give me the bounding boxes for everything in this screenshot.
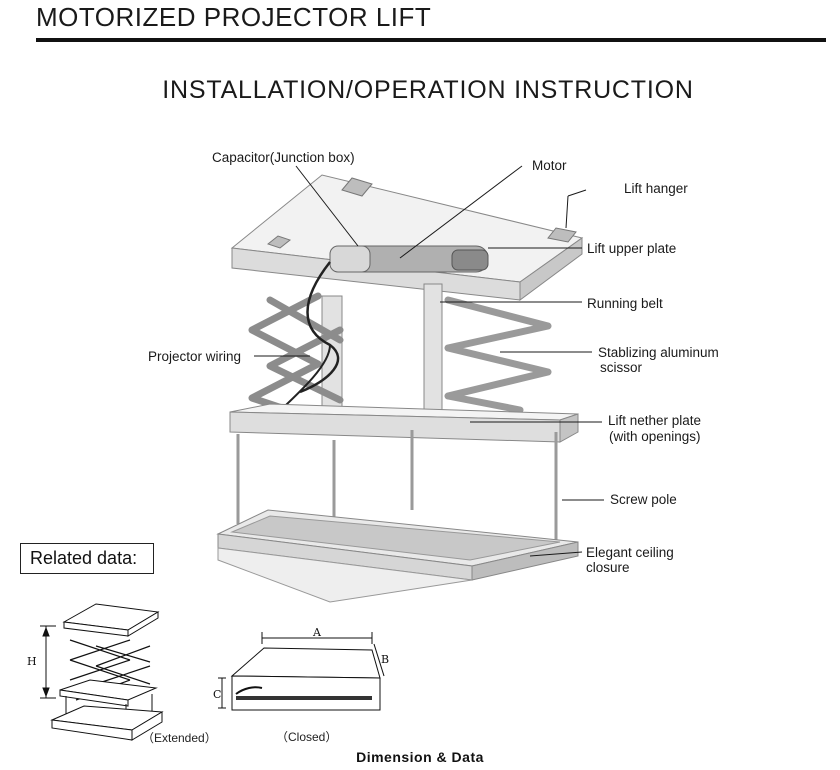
dimension-h-label: H <box>27 655 37 668</box>
extended-caption: （Extended） <box>142 731 217 745</box>
label-capacitor: Capacitor(Junction box) <box>212 150 355 165</box>
label-ceiling-closure-line1: Elegant ceiling <box>586 545 674 560</box>
label-projector-wiring: Projector wiring <box>148 349 242 364</box>
closed-caption: （Closed） <box>276 730 338 744</box>
label-nether-plate-line2: (with openings) <box>609 429 701 444</box>
label-lift-hanger: Lift hanger <box>624 181 688 196</box>
dimension-a-label: A <box>313 626 321 639</box>
title-divider <box>36 38 826 42</box>
related-data-heading: Related data: <box>20 543 154 574</box>
label-running-belt: Running belt <box>587 296 663 311</box>
dimension-data-title: Dimension & Data <box>356 749 484 765</box>
dimension-b-label: B <box>381 653 390 666</box>
label-ceiling-closure-line2: closure <box>586 560 630 575</box>
label-stabilizing-scissor-line1: Stablizing aluminum <box>598 345 719 360</box>
label-screw-pole: Screw pole <box>610 492 677 507</box>
instruction-heading: INSTALLATION/OPERATION INSTRUCTION <box>162 76 694 104</box>
page-title: MOTORIZED PROJECTOR LIFT <box>36 2 432 32</box>
label-stabilizing-scissor-line2: scissor <box>600 360 643 375</box>
label-lift-upper-plate: Lift upper plate <box>587 241 677 256</box>
label-nether-plate-line1: Lift nether plate <box>608 413 702 428</box>
label-motor: Motor <box>532 158 567 173</box>
dimension-c-label: C <box>213 688 222 701</box>
